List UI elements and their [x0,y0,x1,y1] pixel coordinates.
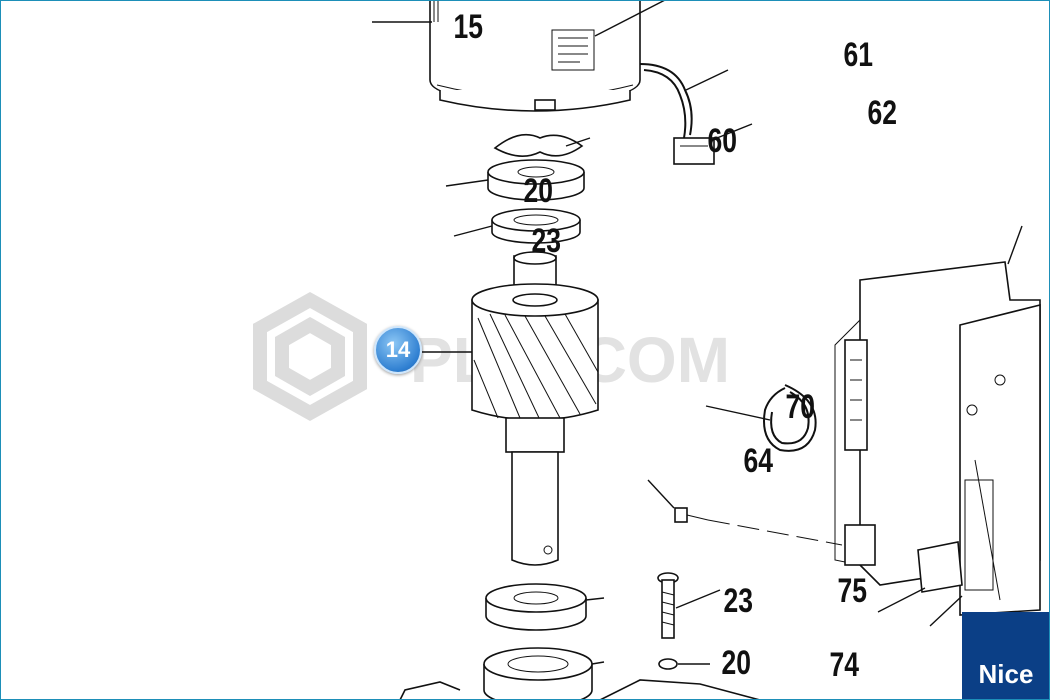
control-board [834,261,1041,616]
callout-74: 74 [829,646,859,684]
callout-labels: 15 61 62 60 20 23 36 70 64 5 23 75 71 49… [453,8,1045,686]
callout-62: 62 [867,94,897,132]
brand-logo-text: Nice [978,659,1034,689]
bearing-bottom [483,647,593,700]
bearing-lower [485,583,587,631]
highlight-badge[interactable]: 14 [374,326,422,374]
screw-long [657,572,679,670]
callout-23-bottom: 23 [724,582,754,620]
rotor-assembly [471,251,599,566]
motor-cable [639,63,715,165]
callout-75: 75 [838,572,868,610]
callout-20-top: 20 [524,172,554,210]
brand-logo: Nice [962,612,1050,700]
base-casting [399,679,761,700]
gasket [493,133,584,157]
screw-small [674,507,843,546]
callout-15: 15 [453,8,483,46]
bearing-upper [491,208,581,244]
callout-64: 64 [743,442,773,480]
leader-lines [372,0,1023,665]
motor-housing [429,0,641,112]
callout-61: 61 [843,36,873,74]
bearing-top [487,159,585,201]
callout-70: 70 [786,388,816,426]
callout-60: 60 [707,122,737,160]
highlight-badge-label: 14 [385,337,411,362]
callout-23-top: 23 [532,222,562,260]
retaining-clip [763,384,817,452]
callout-20-bottom: 20 [721,644,751,682]
